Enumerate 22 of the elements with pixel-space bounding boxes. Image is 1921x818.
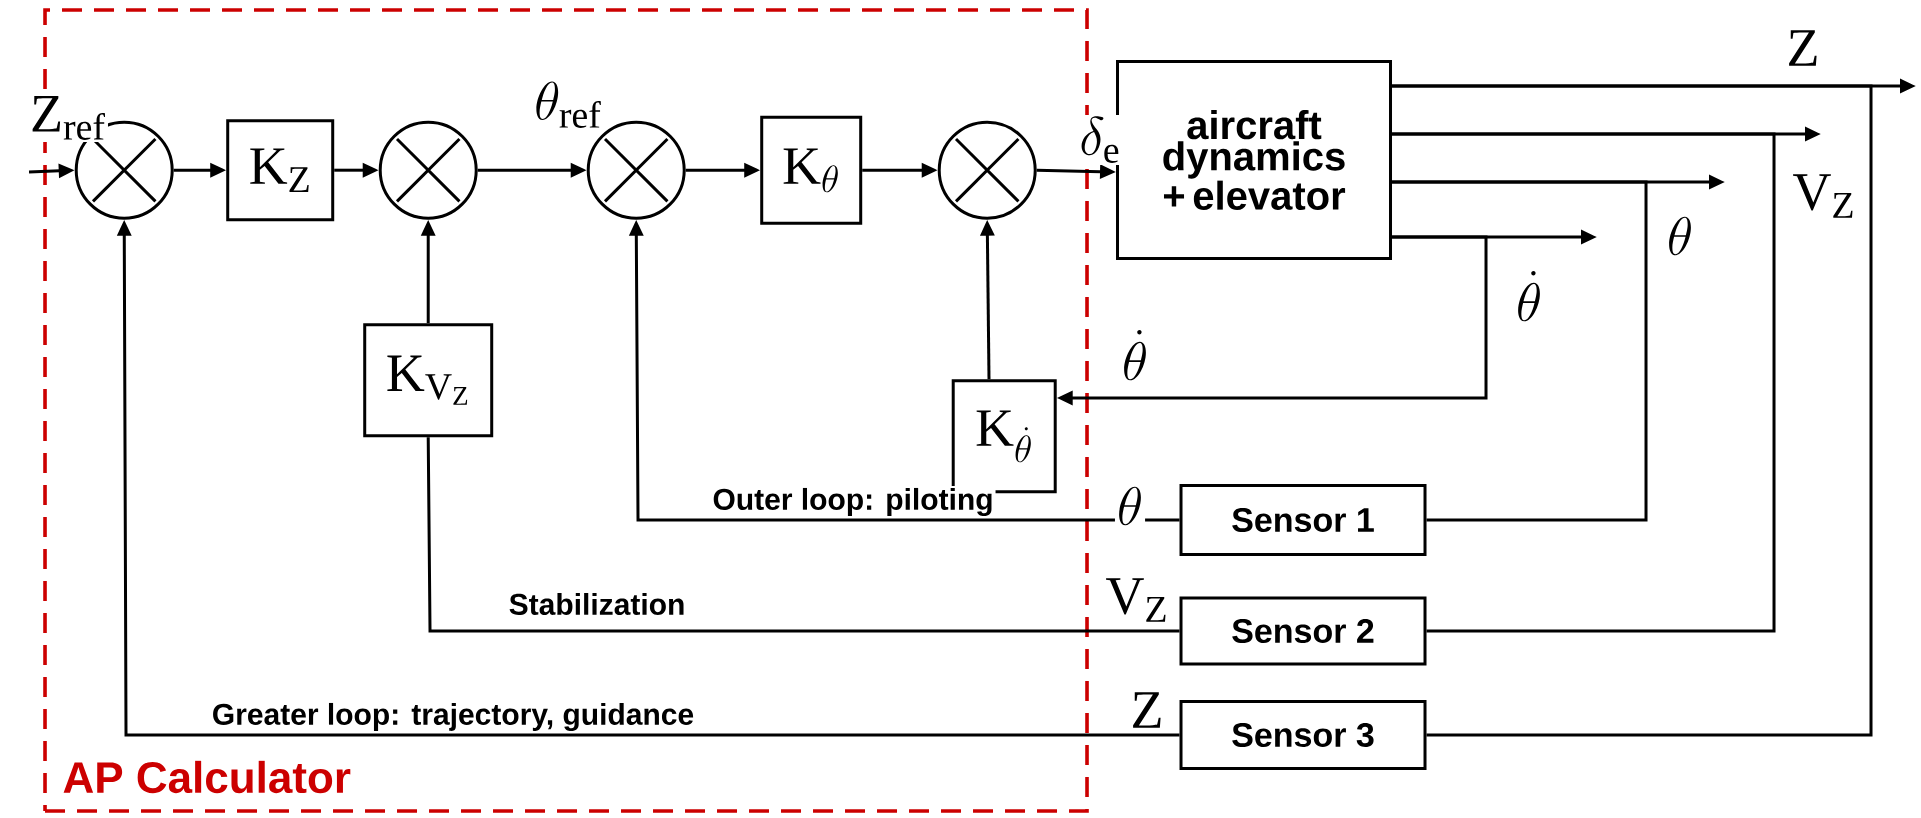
- signal-label: $\mathrm{Z}$: [1784, 28, 1822, 68]
- gain-block: $\mathrm{K}_{\mathrm{V}_{\mathrm{Z}}}$: [363, 323, 494, 438]
- signal-label: $\mathrm{Z}$: [1128, 690, 1166, 730]
- summing-junction: [378, 120, 478, 220]
- signal-label: $\dot{\theta}$: [1513, 269, 1545, 323]
- summing-junction: [937, 120, 1037, 220]
- signal-label: $\mathrm{V}_{\mathrm{Z}}$: [1103, 576, 1171, 624]
- sensor-box: Sensor 2: [1179, 596, 1427, 666]
- gain-block: $\mathrm{K}_{\mathrm{Z}}$: [226, 119, 335, 222]
- signal-label: $\delta_{\mathrm{e}}$: [1077, 115, 1123, 165]
- signal-label: $\dot{\theta}$: [1119, 328, 1151, 382]
- sensor-box: Sensor 1: [1179, 484, 1427, 556]
- gain-block: $\mathrm{K}_{\theta}$: [760, 115, 863, 225]
- signal-label: $\theta$: [1664, 215, 1696, 257]
- signal-label: $\mathrm{Z}_{\mathrm{ref}}$: [28, 94, 108, 142]
- edge-label: Outer loop: piloting: [710, 485, 996, 519]
- sensor-box: Sensor 3: [1179, 700, 1427, 770]
- signal-label: $\theta$: [1114, 485, 1146, 527]
- signal-label: $\mathrm{V}_{\mathrm{Z}}$: [1790, 172, 1858, 220]
- signal-label: $\theta_{\mathrm{ref}}$: [532, 80, 604, 130]
- edge-label: Stabilization: [506, 591, 688, 617]
- edge-label: Greater loop: trajectory, guidance: [209, 700, 697, 734]
